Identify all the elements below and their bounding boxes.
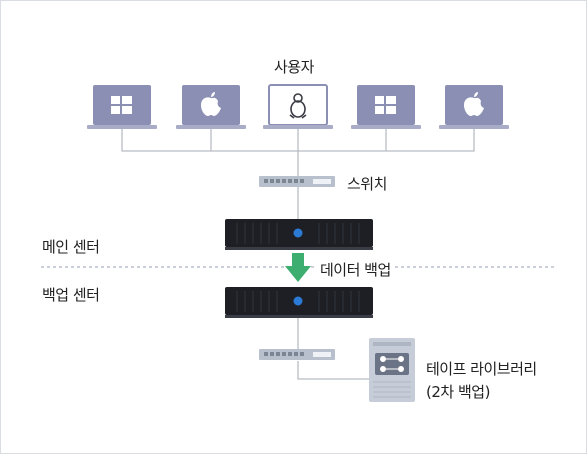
- backup-center-label: 백업 센터: [42, 286, 100, 304]
- apple-icon: [464, 92, 484, 116]
- laptop-connectors: [121, 129, 475, 380]
- server-logo-icon: [293, 296, 303, 306]
- data-backup-label: 데이터 백업: [317, 259, 394, 280]
- laptop-3: [263, 84, 333, 129]
- laptop-4: [351, 85, 421, 129]
- tape-library-sublabel: (2차 백업): [426, 383, 490, 401]
- windows-icon: [375, 96, 396, 114]
- apple-icon: [201, 92, 221, 116]
- laptop-5: [439, 85, 509, 129]
- tape-library: [369, 338, 415, 402]
- switch-label: 스위치: [347, 175, 387, 193]
- backup-arrow-icon: [285, 253, 311, 282]
- network-switch-bottom: [259, 349, 335, 360]
- backup-server: [225, 287, 373, 318]
- tape-library-label: 테이프 라이브러리: [426, 360, 537, 378]
- connector-switch-to-tape: [297, 361, 369, 380]
- laptop-2: [176, 85, 246, 129]
- server-logo-icon: [293, 228, 303, 238]
- users-label: 사용자: [274, 58, 314, 76]
- windows-icon: [111, 96, 132, 114]
- main-center-label: 메인 센터: [42, 238, 100, 256]
- main-server: [225, 219, 373, 250]
- laptop-1: [87, 85, 157, 129]
- linux-icon: [289, 93, 307, 119]
- network-switch-top: [259, 176, 335, 187]
